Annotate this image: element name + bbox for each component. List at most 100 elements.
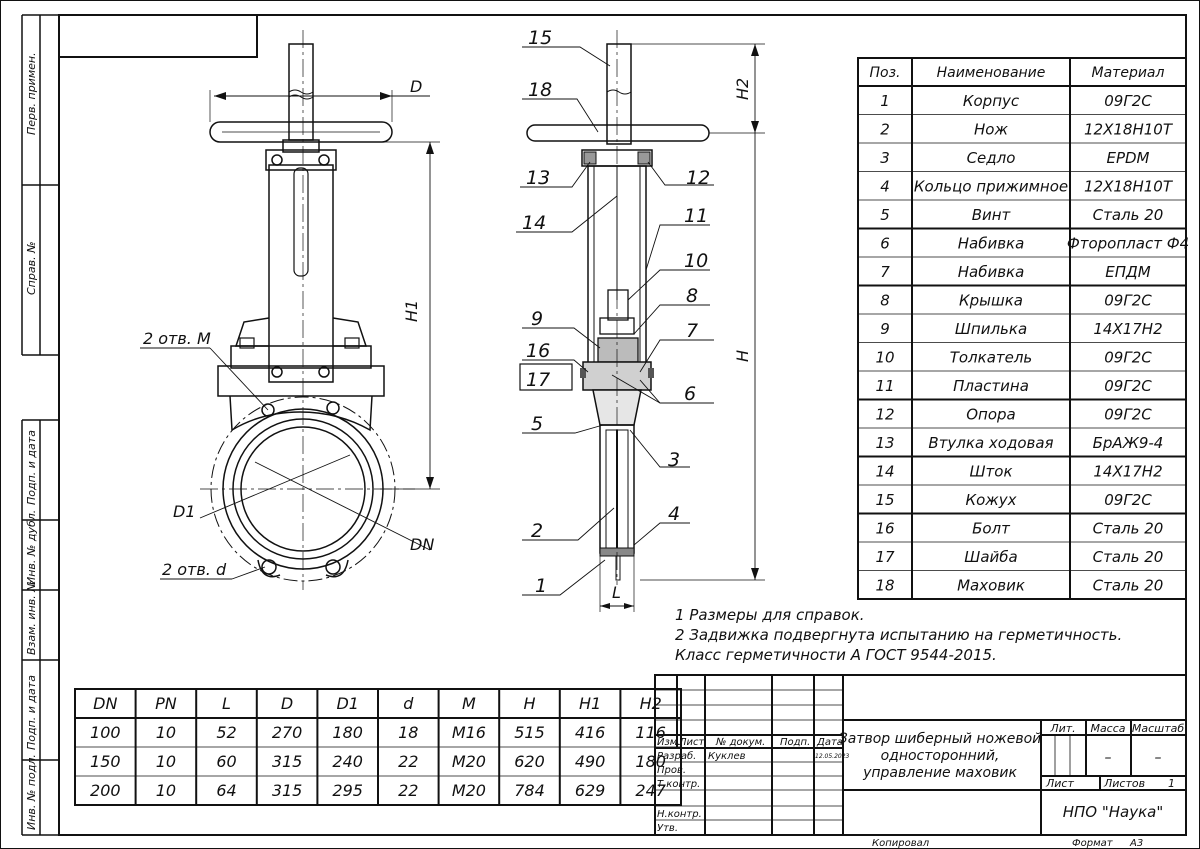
spec-cell: Сталь 20 xyxy=(1093,206,1164,224)
dim-header-cell: d xyxy=(403,694,414,713)
spec-cell: 11 xyxy=(875,377,894,395)
spec-header-cell: Поз. xyxy=(870,65,901,81)
spec-cell: EPDM xyxy=(1106,149,1149,167)
spec-cell: 6 xyxy=(880,235,890,253)
tb-title-line-2: односторонний, xyxy=(881,748,1000,764)
spec-cell: Нож xyxy=(974,121,1008,139)
dim-cell: 270 xyxy=(272,723,303,742)
tb-copied: Копировал xyxy=(872,838,930,849)
callout-1: 1 xyxy=(535,575,547,597)
note-3: Класс герметичности А ГОСТ 9544-2015. xyxy=(675,646,997,664)
stamp-vzam-inv: Взам. инв. № xyxy=(25,580,38,655)
top-corner-box xyxy=(59,15,258,58)
dim-cell: M20 xyxy=(452,781,486,800)
dim-label-dn: DN xyxy=(410,535,434,554)
stamp-inv-dubl: Инв. № дубл. xyxy=(25,510,38,585)
spec-cell: 18 xyxy=(875,577,894,595)
side-stamp: Перв. примен. Справ. № Подп. и дата Инв.… xyxy=(21,14,59,836)
spec-table-frame xyxy=(857,57,1187,600)
spec-cell: 9 xyxy=(880,320,890,338)
title-block xyxy=(654,674,1187,836)
callout-9: 9 xyxy=(531,308,543,330)
spec-cell: Кольцо прижимное xyxy=(914,178,1068,196)
callout-2: 2 xyxy=(531,520,543,542)
spec-cell: 3 xyxy=(880,149,890,167)
dim-cell: 247 xyxy=(635,781,666,800)
dim-cell: 629 xyxy=(575,781,606,800)
tb-scale: Масштаб xyxy=(1132,722,1184,735)
dim-header-cell: DN xyxy=(93,694,117,713)
spec-cell: Кожух xyxy=(965,491,1016,509)
spec-cell: ЕПДМ xyxy=(1105,263,1150,281)
dim-header-cell: H1 xyxy=(579,694,601,713)
callout-8: 8 xyxy=(686,285,698,307)
spec-cell: 12Х18Н10Т xyxy=(1084,178,1174,196)
spec-cell: Маховик xyxy=(957,577,1025,595)
spec-cell: 17 xyxy=(875,548,895,566)
callout-4: 4 xyxy=(668,503,680,525)
spec-cell: Винт xyxy=(972,206,1012,224)
spec-cell: 12 xyxy=(875,406,894,424)
spec-cell: Шайба xyxy=(964,548,1017,566)
callout-12: 12 xyxy=(686,167,710,189)
spec-cell: Корпус xyxy=(963,92,1020,110)
stamp-inv-podl: Инв. № подл. xyxy=(25,754,38,830)
dim-cell: 10 xyxy=(156,752,176,771)
tb-sheets: Листов xyxy=(1103,777,1145,790)
holes-m-label: 2 отв. M xyxy=(143,329,211,348)
callout-13: 13 xyxy=(526,167,550,189)
callout-14: 14 xyxy=(522,212,546,234)
spec-cell: 09Г2С xyxy=(1104,406,1152,424)
dim-cell: 295 xyxy=(332,781,363,800)
dim-cell: 18 xyxy=(398,723,418,742)
spec-header-cell: Наименование xyxy=(937,65,1046,81)
callout-10: 10 xyxy=(684,250,708,272)
spec-cell: БрАЖ9-4 xyxy=(1093,434,1164,452)
spec-cell: 13 xyxy=(875,434,894,452)
tb-razrab: Разраб. xyxy=(657,750,696,762)
tb-format: Формат xyxy=(1072,838,1114,849)
front-view xyxy=(140,30,440,590)
callout-16: 16 xyxy=(526,340,550,362)
spec-cell: 8 xyxy=(880,292,890,310)
tb-prov: Пров. xyxy=(657,765,686,776)
tb-mass-value: – xyxy=(1105,750,1112,766)
spec-cell: 12Х18Н10Т xyxy=(1084,121,1174,139)
tb-organization: НПО "Наука" xyxy=(1063,803,1164,821)
tb-tkontr: Т.контр. xyxy=(657,779,700,790)
spec-cell: 1 xyxy=(880,92,890,110)
tb-scale-value: – xyxy=(1155,750,1162,766)
tb-podp: Подп. xyxy=(780,737,810,748)
section-view xyxy=(516,30,765,612)
spec-cell: Шток xyxy=(969,463,1012,481)
tb-title-line-1: Затвор шиберный ножевой xyxy=(839,731,1042,747)
dim-cell: 10 xyxy=(156,781,176,800)
dim-cell: 22 xyxy=(398,752,418,771)
dim-header-cell: H xyxy=(523,694,535,713)
dim-cell: 52 xyxy=(216,723,236,742)
dim-cell: 620 xyxy=(514,752,545,771)
tb-data: Дата xyxy=(816,737,843,748)
stamp-sprav-no: Справ. № xyxy=(25,241,38,295)
dim-cell: 180 xyxy=(635,752,666,771)
stamp-podp-data-2: Подп. и дата xyxy=(25,675,38,750)
spec-cell: 14Х17Н2 xyxy=(1093,320,1162,338)
spec-cell: 14Х17Н2 xyxy=(1093,463,1162,481)
dim-cell: 784 xyxy=(514,781,545,800)
note-1: 1 Размеры для справок. xyxy=(675,606,865,624)
spec-cell: 16 xyxy=(875,520,894,538)
spec-cell: Набивка xyxy=(958,235,1025,253)
tb-nkontr: Н.контр. xyxy=(657,809,702,820)
callout-17: 17 xyxy=(526,369,550,391)
dim-cell: 490 xyxy=(575,752,606,771)
spec-cell: Втулка ходовая xyxy=(928,434,1053,452)
spec-cell: Седло xyxy=(967,149,1016,167)
spec-cell: Толкатель xyxy=(950,349,1033,367)
dim-cell: 180 xyxy=(332,723,363,742)
spec-cell: 09Г2С xyxy=(1104,92,1152,110)
tb-mass: Масса xyxy=(1090,722,1125,735)
dim-header-cell: M xyxy=(462,694,476,713)
